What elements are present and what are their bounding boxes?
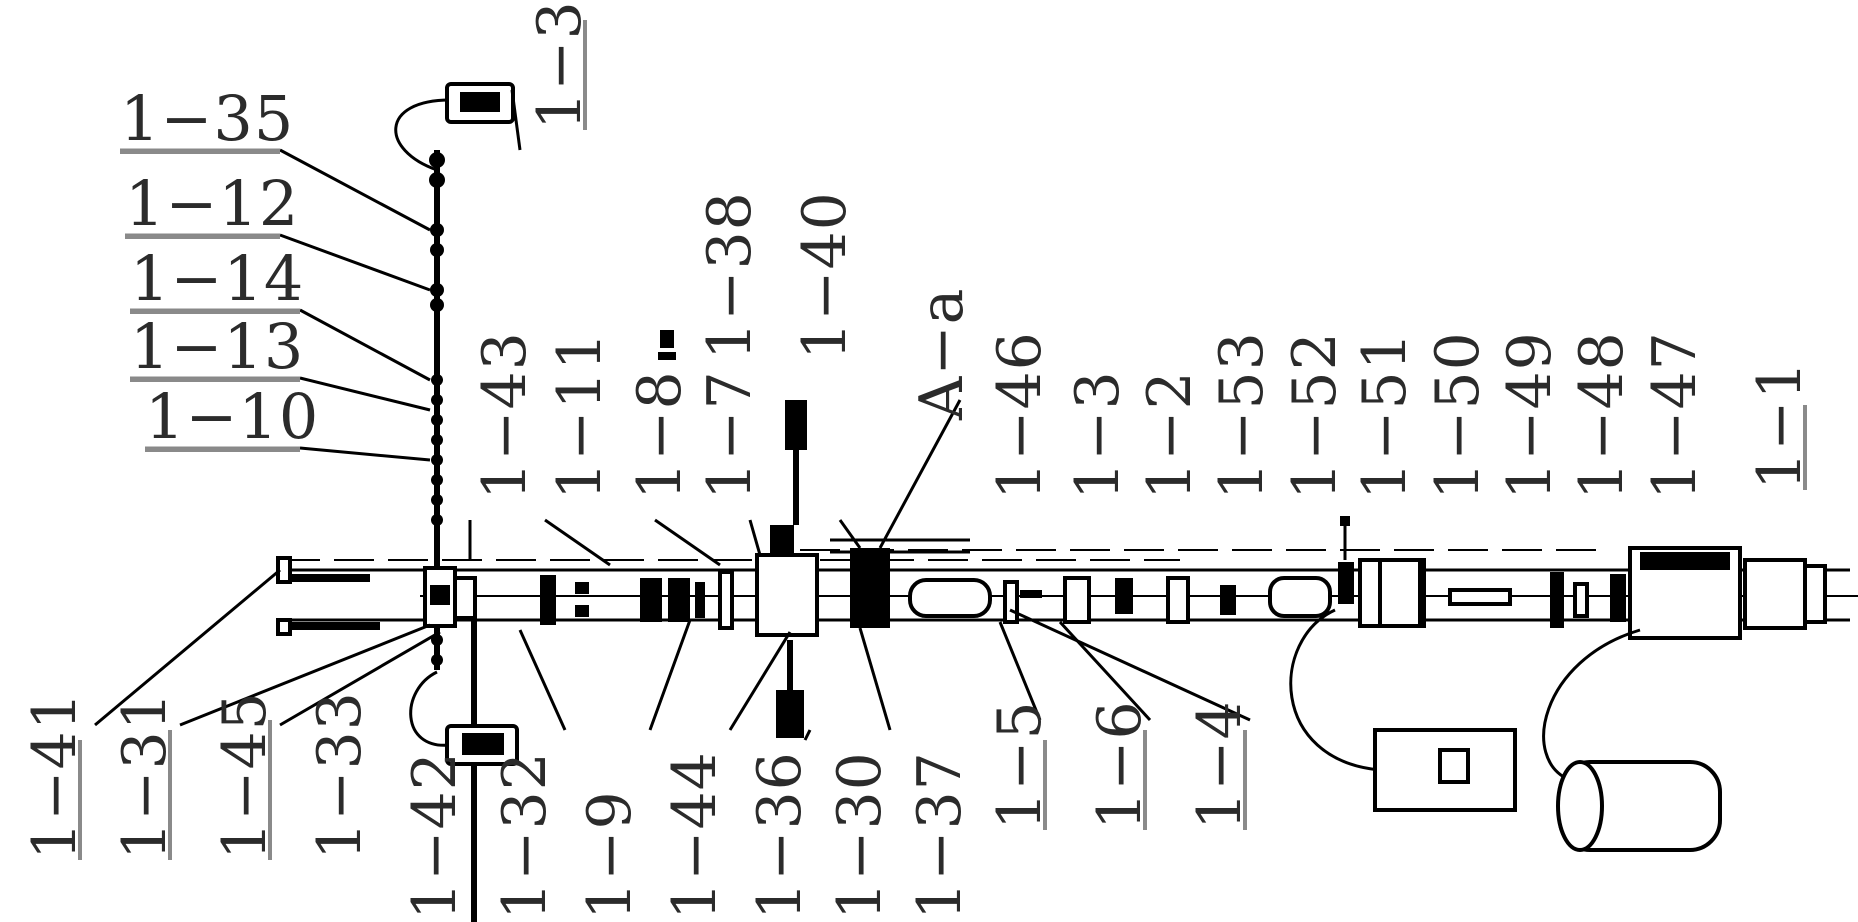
label-1-43: 1−43: [470, 331, 540, 500]
label-1-10: 1−10: [145, 380, 319, 453]
label-1-14: 1−14: [130, 242, 304, 315]
label-1-48: 1−48: [1567, 331, 1637, 500]
label-1-2: 1−2: [1135, 370, 1205, 500]
label-1-36: 1−36: [745, 751, 815, 920]
left-end-hub: [276, 556, 477, 636]
leader-lines: [94, 89, 1251, 741]
label-1-42: 1−42: [400, 751, 470, 920]
label-1-52: 1−52: [1280, 331, 1350, 500]
label-1-13: 1−13: [130, 310, 304, 383]
label-1-30: 1−30: [825, 751, 895, 920]
label-1-47: 1−47: [1640, 331, 1710, 500]
label-1-9: 1−9: [575, 790, 645, 920]
label-1-11: 1−11: [545, 331, 615, 500]
label-1-33: 1−33: [305, 691, 375, 860]
label-1-38: 1−38: [695, 191, 765, 360]
middle-gear-stack: [540, 330, 992, 738]
label-1-53: 1−53: [1207, 331, 1277, 500]
right-components: [1003, 516, 1827, 852]
label-1-50: 1−50: [1423, 331, 1493, 500]
label-1-12: 1−12: [125, 167, 299, 240]
label-1-35: 1−35: [120, 82, 294, 155]
label-underlines: [120, 150, 300, 452]
label-1-49: 1−49: [1495, 331, 1565, 500]
label-1-40: 1−40: [790, 191, 860, 360]
label-1-8: 1−8: [625, 370, 695, 500]
label-1-46: 1−46: [985, 331, 1055, 500]
label-1-3: 1−3: [1063, 370, 1133, 500]
label-1-51: 1−51: [1350, 331, 1420, 500]
label-1-44: 1−44: [660, 751, 730, 920]
label-1-37: 1−37: [905, 751, 975, 920]
rotated-label-underlines: [78, 20, 1807, 860]
label-1-32: 1−32: [490, 751, 560, 920]
label-1-7: 1−7: [695, 370, 765, 500]
label-A-a: A−a: [907, 288, 977, 421]
